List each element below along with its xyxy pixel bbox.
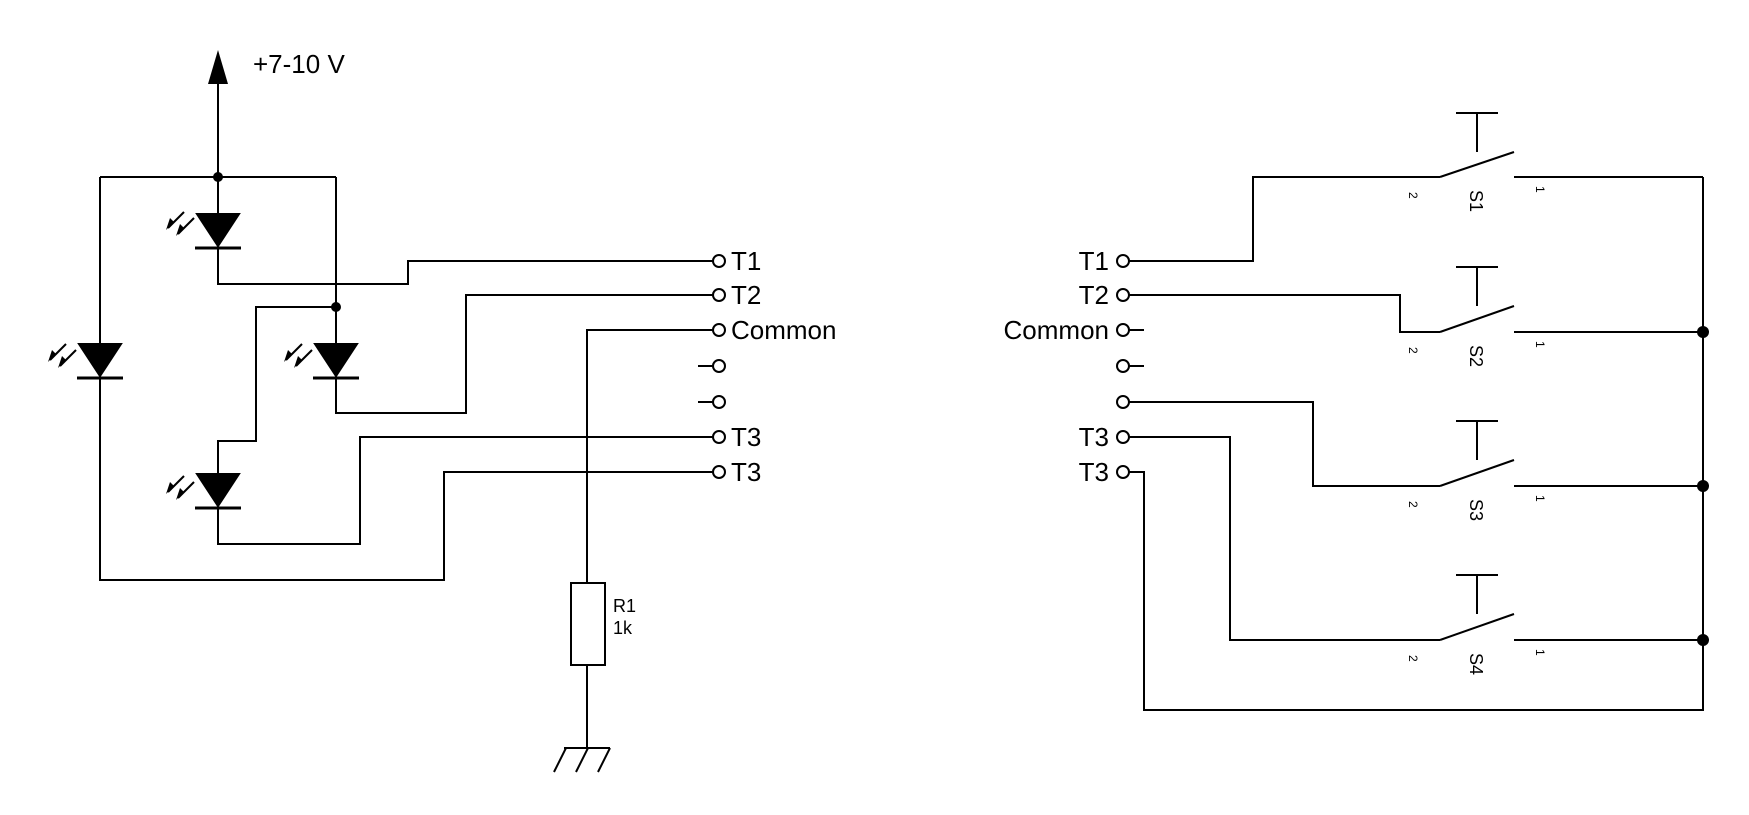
- terminal-common: [712, 323, 726, 337]
- terminal-common: [1116, 323, 1130, 337]
- terminal-label-t3: T3: [1079, 457, 1109, 487]
- terminal-t3: [1116, 465, 1130, 479]
- switch-pin: 1: [1533, 186, 1547, 193]
- terminal-label-t1: T1: [731, 246, 761, 276]
- switch-pin: 2: [1406, 655, 1420, 662]
- resistor-name: R1: [613, 596, 636, 616]
- terminal-unused: [1116, 359, 1130, 373]
- terminal-t2: [1116, 288, 1130, 302]
- switch-pin: 1: [1533, 341, 1547, 348]
- switch-pin: 2: [1406, 192, 1420, 199]
- terminal-t3: [712, 430, 726, 444]
- switch-label: S3: [1466, 499, 1486, 521]
- junction-dot: [1697, 326, 1709, 338]
- light-emission-icon: [166, 475, 195, 500]
- switch-label: S1: [1466, 190, 1486, 212]
- terminal-t1: [1116, 254, 1130, 268]
- terminal-label-t3: T3: [731, 422, 761, 452]
- switch-pin: 1: [1533, 495, 1547, 502]
- terminal-t1: [712, 254, 726, 268]
- supply-voltage-label: +7-10 V: [253, 49, 345, 79]
- terminal-label-t2: T2: [1079, 280, 1109, 310]
- terminal-t3: [1116, 430, 1130, 444]
- supply-arrow-icon: [208, 50, 228, 177]
- terminal-unused: [712, 395, 726, 409]
- terminal-label-t3: T3: [731, 457, 761, 487]
- terminal-label-common: Common: [1004, 315, 1109, 345]
- terminal-unused: [1116, 395, 1130, 409]
- switch-pin: 2: [1406, 501, 1420, 508]
- switch-s4: 2 1 S4: [1406, 574, 1547, 675]
- switch-s2: 2 1 S2: [1406, 266, 1547, 367]
- junction-dot: [1697, 480, 1709, 492]
- switch-pin: 1: [1533, 649, 1547, 656]
- led-3-icon: [195, 473, 241, 508]
- terminal-label-common: Common: [731, 315, 836, 345]
- resistor-r1: [570, 582, 606, 666]
- led-matrix-circuit: +7-10 V: [48, 49, 836, 773]
- led-4-icon: [77, 343, 123, 378]
- ground-icon: [553, 747, 611, 773]
- switch-s1: 2 1 S1: [1406, 112, 1547, 212]
- led-2-icon: [313, 343, 359, 378]
- switch-label: S2: [1466, 345, 1486, 367]
- light-emission-icon: [284, 343, 313, 368]
- junction-dot: [1697, 634, 1709, 646]
- switch-label: S4: [1466, 653, 1486, 675]
- switch-circuit: T1 T2 Common T3 T3 2 1 S1: [1004, 112, 1709, 711]
- terminal-unused: [712, 359, 726, 373]
- switch-pin: 2: [1406, 347, 1420, 354]
- terminal-label-t2: T2: [731, 280, 761, 310]
- resistor-value: 1k: [613, 618, 633, 638]
- terminal-label-t1: T1: [1079, 246, 1109, 276]
- light-emission-icon: [48, 343, 77, 368]
- led-1-icon: [195, 213, 241, 248]
- light-emission-icon: [166, 211, 195, 236]
- terminal-label-t3: T3: [1079, 422, 1109, 452]
- terminal-t3: [712, 465, 726, 479]
- switch-s3: 2 1 S3: [1406, 420, 1547, 521]
- terminal-t2: [712, 288, 726, 302]
